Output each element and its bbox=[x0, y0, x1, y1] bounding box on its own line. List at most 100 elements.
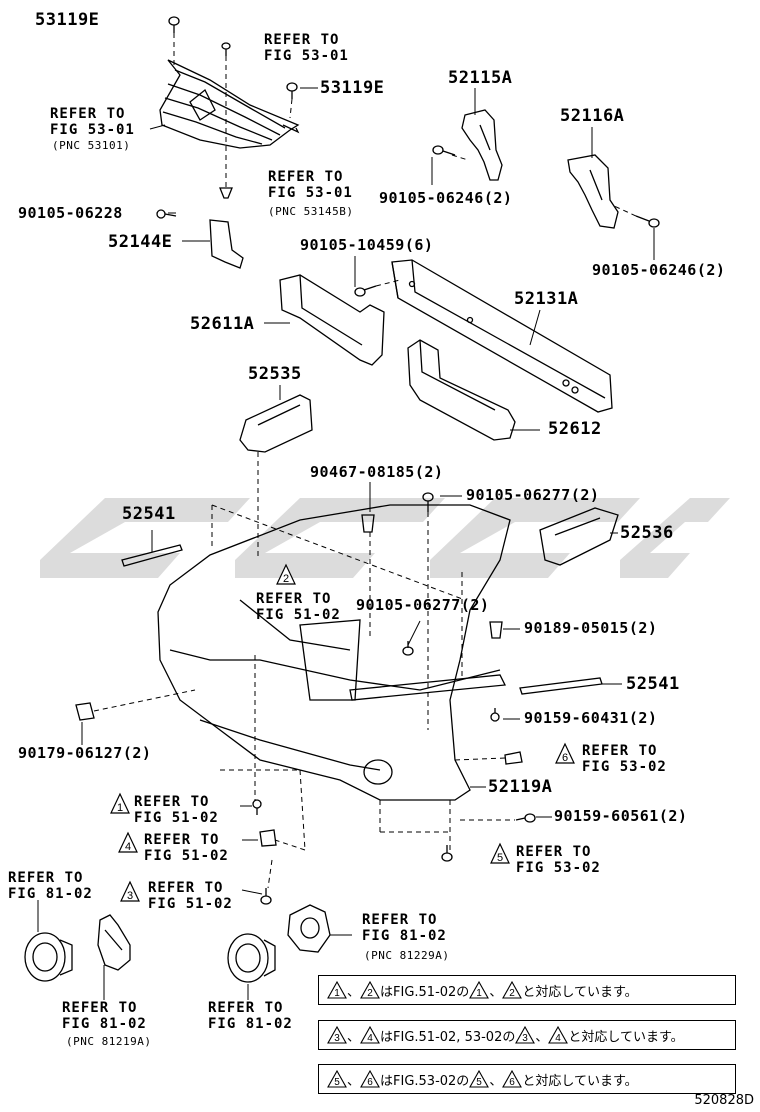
triangle-markers bbox=[110, 563, 575, 902]
refer-fig-53-01-c: REFER TO FIG 53-01 bbox=[268, 169, 353, 201]
part-53119e-top: 53119E bbox=[35, 10, 100, 30]
pnc-81229a: (PNC 81229A) bbox=[364, 949, 450, 962]
side-retainer-52535 bbox=[239, 394, 313, 453]
note-triangle-2-b: 4 bbox=[360, 1026, 380, 1044]
note-triangle-number: 2 bbox=[510, 988, 516, 999]
part-52612: 52612 bbox=[548, 419, 602, 439]
refer-fig-81-02-d: REFER TO FIG 81-02 bbox=[208, 1000, 293, 1032]
fasteners bbox=[75, 285, 536, 905]
side-retainer-52536 bbox=[539, 507, 619, 566]
refer-fig-51-02-a: REFER TO FIG 51-02 bbox=[256, 591, 341, 623]
fog-lamp-left bbox=[24, 932, 73, 982]
note-triangle-number: 2 bbox=[367, 988, 373, 999]
part-52535: 52535 bbox=[248, 364, 302, 384]
note-end-text: と対応しています。 bbox=[568, 1029, 684, 1045]
part-90159-60431: 90159-60431(2) bbox=[524, 709, 658, 727]
note-triangle-number: 5 bbox=[334, 1077, 340, 1088]
part-90159-60561: 90159-60561(2) bbox=[554, 807, 688, 825]
bumper-cover-52119a bbox=[157, 504, 511, 801]
leader-lines bbox=[37, 87, 655, 1000]
part-52115a: 52115A bbox=[448, 68, 513, 88]
triangle-3-label: 3 bbox=[127, 890, 133, 902]
note-triangle-number: 6 bbox=[510, 1077, 516, 1088]
note-triangle-number: 4 bbox=[556, 1033, 562, 1044]
refer-fig-53-02-b: REFER TO FIG 53-02 bbox=[516, 844, 601, 876]
watermark-logo bbox=[40, 498, 730, 578]
part-90467-08185: 90467-08185(2) bbox=[310, 463, 444, 481]
note-triangle-2-d: 6 bbox=[502, 1070, 523, 1088]
note-triangle-number: 4 bbox=[367, 1033, 373, 1044]
refer-fig-53-02-a: REFER TO FIG 53-02 bbox=[582, 743, 667, 775]
part-90105-06246-a: 90105-06246(2) bbox=[379, 189, 513, 207]
note-triangle-2-b: 6 bbox=[360, 1070, 380, 1088]
note-triangle-1-c: 1 bbox=[469, 981, 490, 999]
part-52131a: 52131A bbox=[514, 289, 579, 309]
bracket-52115a bbox=[432, 109, 503, 181]
part-52119a: 52119A bbox=[488, 777, 553, 797]
refer-fig-81-02-b: REFER TO FIG 81-02 bbox=[362, 912, 447, 944]
clip-53119e bbox=[168, 16, 298, 199]
assembly-dashed-lines bbox=[93, 33, 637, 889]
part-90105-06277-b: 90105-06277(2) bbox=[356, 596, 490, 614]
refer-fig-51-02-d: REFER TO FIG 51-02 bbox=[148, 880, 233, 912]
note-separator: 、 bbox=[489, 1073, 503, 1089]
bracket-52116a bbox=[567, 154, 660, 229]
note-triangle-number: 1 bbox=[334, 988, 340, 999]
triangle-4-label: 4 bbox=[125, 841, 131, 853]
pnc-81219a: (PNC 81219A) bbox=[66, 1035, 152, 1048]
note-end-text: と対応しています。 bbox=[522, 1073, 638, 1089]
part-90105-06277-a: 90105-06277(2) bbox=[466, 486, 600, 504]
refer-fig-51-02-c: REFER TO FIG 51-02 bbox=[144, 832, 229, 864]
energy-absorber-52611a bbox=[279, 274, 385, 366]
triangle-2-label: 2 bbox=[283, 573, 289, 585]
part-52611a: 52611A bbox=[190, 314, 255, 334]
part-90105-10459: 90105-10459(6) bbox=[300, 236, 434, 254]
note-separator: 、 bbox=[347, 1029, 361, 1045]
correspondence-note-2: 3 、 4 はFIG.51-02, 53-02の 3 、 4 と対応しています。 bbox=[318, 1020, 736, 1050]
note-mid-text: はFIG.53-02の bbox=[380, 1073, 470, 1089]
part-52541-b: 52541 bbox=[626, 674, 680, 694]
bracket-52144e bbox=[156, 209, 244, 269]
refer-fig-53-01-b: REFER TO FIG 53-01 bbox=[50, 106, 135, 138]
fog-lamp-cover-right bbox=[287, 904, 331, 953]
part-52144e: 52144E bbox=[108, 232, 173, 252]
refer-fig-81-02-a: REFER TO FIG 81-02 bbox=[8, 870, 93, 902]
note-separator: 、 bbox=[347, 1073, 361, 1089]
triangle-1-label: 1 bbox=[117, 802, 123, 814]
refer-fig-81-02-c: REFER TO FIG 81-02 bbox=[62, 1000, 147, 1032]
note-triangle-number: 6 bbox=[367, 1077, 373, 1088]
part-90105-06246-b: 90105-06246(2) bbox=[592, 261, 726, 279]
note-triangle-1-a: 1 bbox=[327, 981, 347, 999]
note-triangle-number: 3 bbox=[523, 1033, 529, 1044]
note-mid-text: はFIG.51-02, 53-02の bbox=[380, 1029, 516, 1045]
note-triangle-1-c: 5 bbox=[469, 1070, 490, 1088]
note-end-text: と対応しています。 bbox=[522, 984, 638, 1000]
triangle-6-label: 6 bbox=[562, 752, 568, 764]
note-triangle-1-c: 3 bbox=[515, 1026, 536, 1044]
part-52536: 52536 bbox=[620, 523, 674, 543]
note-triangle-2-d: 4 bbox=[548, 1026, 569, 1044]
figure-id: 520828D bbox=[694, 1093, 754, 1108]
refer-fig-53-01-a: REFER TO FIG 53-01 bbox=[264, 32, 349, 64]
part-90105-06228: 90105-06228 bbox=[18, 204, 123, 222]
part-52116a: 52116A bbox=[560, 106, 625, 126]
note-separator: 、 bbox=[535, 1029, 549, 1045]
pnc-53101: (PNC 53101) bbox=[52, 139, 131, 152]
radiator-grille bbox=[159, 59, 300, 149]
bumper-reinforcement-52131a bbox=[391, 259, 613, 413]
note-separator: 、 bbox=[347, 984, 361, 1000]
fog-lamp-right bbox=[227, 933, 276, 983]
part-53119e-mid: 53119E bbox=[320, 78, 385, 98]
part-90189-05015: 90189-05015(2) bbox=[524, 619, 658, 637]
correspondence-note-3: 5 、 6 はFIG.53-02の 5 、 6 と対応しています。 bbox=[318, 1064, 736, 1094]
note-separator: 、 bbox=[489, 984, 503, 1000]
note-triangle-number: 3 bbox=[334, 1033, 340, 1044]
note-triangle-number: 5 bbox=[477, 1077, 483, 1088]
part-90179-06127: 90179-06127(2) bbox=[18, 744, 152, 762]
energy-absorber-52612 bbox=[407, 339, 516, 441]
note-mid-text: はFIG.51-02の bbox=[380, 984, 470, 1000]
triangle-5-label: 5 bbox=[497, 852, 503, 864]
note-triangle-2-d: 2 bbox=[502, 981, 523, 999]
